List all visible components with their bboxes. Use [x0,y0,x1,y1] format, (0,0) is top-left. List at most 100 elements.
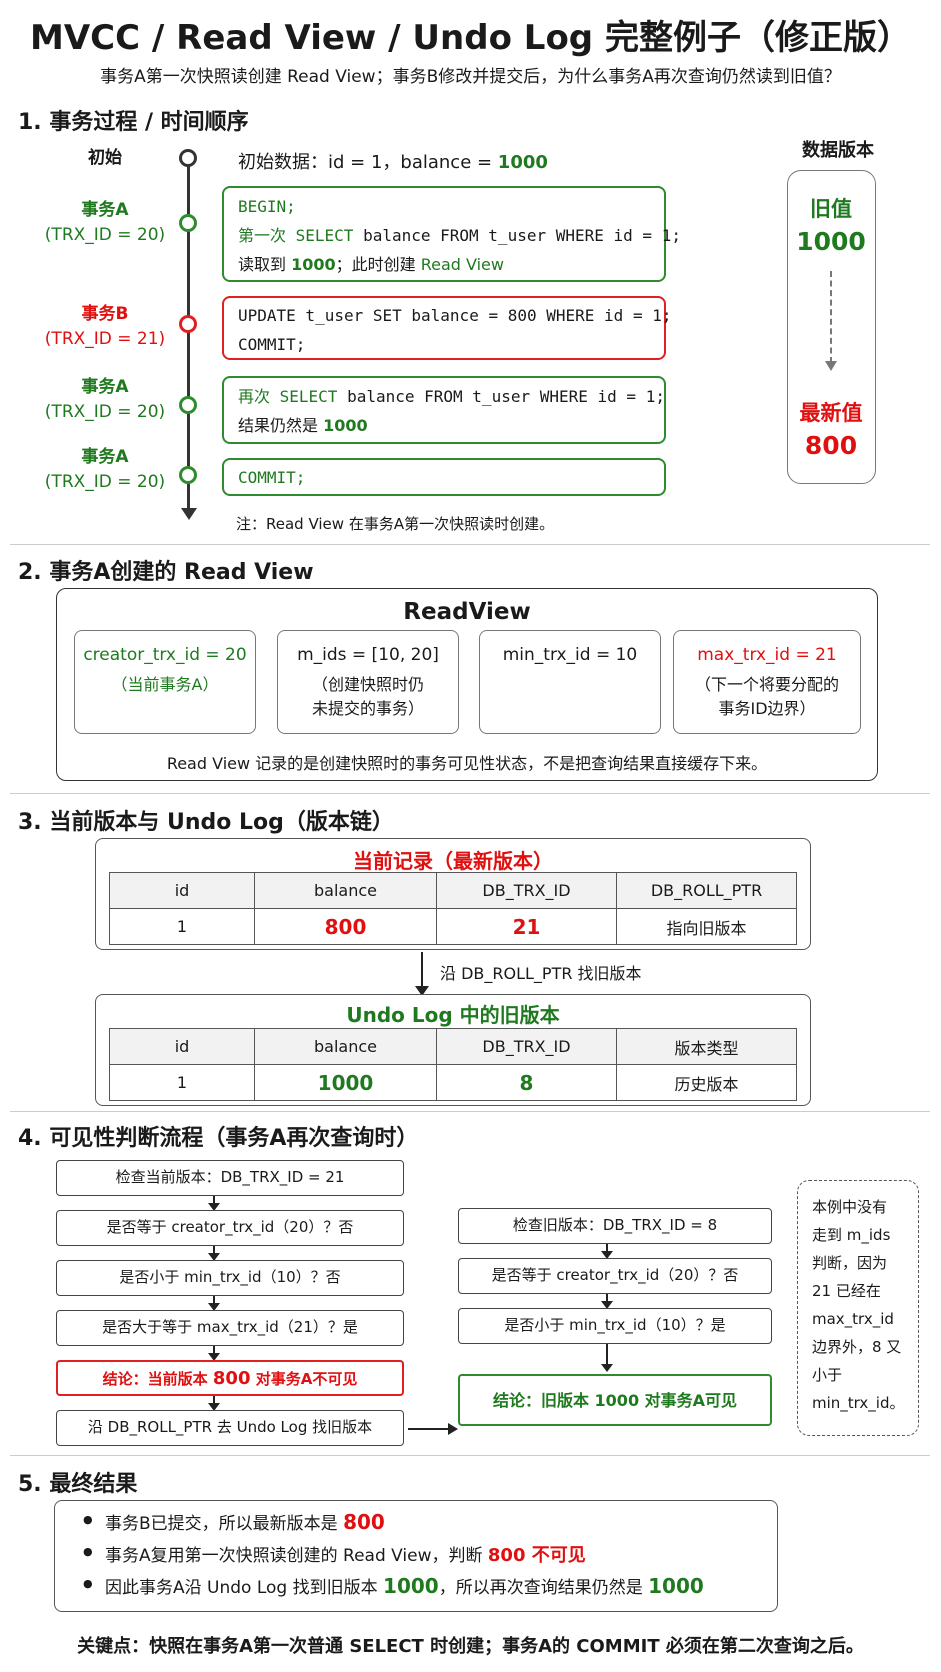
readview-note: Read View 记录的是创建快照时的事务可见性状态，不是把查询结果直接缓存下… [166,754,768,773]
flow-right-step-3: 是否小于 min_trx_id（10）？是 [458,1308,772,1344]
initial-data: 初始数据：id = 1，balance = 1000 [238,148,548,174]
code-line: COMMIT; [238,468,306,487]
table-cell: 1000 [254,1064,437,1101]
table-row: 1 1000 8 历史版本 [109,1064,797,1101]
conclusion-text: 结论：当前版本 [102,1370,213,1388]
step-trx: (TRX_ID = 20) [44,472,166,492]
cell-sub: （当前事务A） [111,675,219,694]
code-text: 结果仍然是 [238,416,324,435]
version-arrow [830,271,832,363]
section4-title: 4. 可见性判断流程（事务A再次查询时） [18,1126,419,1151]
code-line: 第一次 SELECT balance FROM t_user WHERE id … [238,221,681,250]
divider [10,1455,930,1456]
divider [10,544,930,545]
flow-arrow [208,1346,220,1361]
code-line: BEGIN; [238,197,296,216]
flow-left-step-1: 检查当前版本：DB_TRX_ID = 21 [56,1160,404,1196]
flow-horizontal-arrowhead [448,1423,458,1435]
code-line: COMMIT; [238,335,306,354]
table-header-cell: id [109,872,255,909]
bullet-text: ，所以再次查询结果仍然是 [438,1578,649,1598]
flow-horizontal-arrow [408,1428,450,1430]
rollptr-label: 沿 DB_ROLL_PTR 找旧版本 [440,964,642,983]
initial-data-prefix: 初始数据：id = 1，balance = [238,152,498,173]
versions-box: 旧值 1000 最新值 800 [787,170,876,484]
timeline-dot-initial [179,149,197,167]
bullet-value: 1000 [648,1574,704,1598]
step-who: 事务A [81,377,129,397]
bullet-text: 事务B已提交，所以最新版本是 [105,1514,344,1534]
conclusion-text: 对事务A不可见 [250,1370,358,1388]
timeline-label-a1: 事务A (TRX_ID = 20) [35,198,175,248]
code-value: 1000 [291,255,336,274]
side-note-line: 本例中没有 [812,1198,888,1216]
code-keyword: Read View [420,255,504,274]
step-box-a1: BEGIN; 第一次 SELECT balance FROM t_user WH… [222,186,681,282]
table-header-cell: 版本类型 [616,1028,797,1065]
flow-arrow [208,1246,220,1261]
cell-sub: （下一个将要分配的 [694,675,839,694]
current-record-title: 当前记录（最新版本） [353,849,553,873]
flow-left-step-4: 是否大于等于 max_trx_id（21）？是 [56,1310,404,1346]
readview-title: ReadView [403,599,531,625]
side-note-line: 判断，因为 [812,1254,888,1272]
step-trx: (TRX_ID = 21) [44,329,166,349]
final-bullet-1: 事务B已提交，所以最新版本是 800 [83,1509,385,1534]
table-header-row: id balance DB_TRX_ID 版本类型 [109,1028,797,1065]
flow-left-last: 沿 DB_ROLL_PTR 去 Undo Log 找旧版本 [56,1410,404,1446]
page-subtitle: 事务A第一次快照读创建 Read View；事务B修改并提交后，为什么事务A再次… [100,67,841,87]
code-line: UPDATE t_user SET balance = 800 WHERE id… [238,306,672,325]
step-box-a3: COMMIT; [222,458,666,496]
table-header-cell: DB_ROLL_PTR [616,872,797,909]
flow-arrow [601,1294,613,1309]
timeline-label-a2: 事务A (TRX_ID = 20) [35,375,175,425]
table-cell: 8 [436,1064,617,1101]
rollptr-arrowhead [415,986,429,996]
table-header-row: id balance DB_TRX_ID DB_ROLL_PTR [109,872,797,909]
timeline-dot-a3 [179,466,197,484]
flow-right-step-2: 是否等于 creator_trx_id（20）？否 [458,1258,772,1294]
old-value-label: 旧值 [810,197,852,221]
timeline-label-initial: 初始 [88,148,122,168]
timeline-label-b: 事务B (TRX_ID = 21) [35,302,175,352]
code-line: 再次 SELECT balance FROM t_user WHERE id =… [238,382,665,411]
readview-cell-creator: creator_trx_id = 20 （当前事务A） [74,630,256,734]
table-header-cell: DB_TRX_ID [436,872,617,909]
undo-record-title: Undo Log 中的旧版本 [346,1003,560,1027]
timeline-dot-a2 [179,396,197,414]
table-cell: 1 [109,1064,255,1101]
flow-arrow [208,1296,220,1311]
cell-main: max_trx_id = 21 [697,645,837,665]
timeline-line [187,158,190,510]
side-note-box: 本例中没有 走到 m_ids 判断，因为 21 已经在 max_trx_id 边… [797,1180,919,1436]
bullet-text: 事务A复用第一次快照读创建的 Read View，判断 [105,1546,488,1566]
code-value: 1000 [323,416,368,435]
step-trx: (TRX_ID = 20) [44,225,166,245]
timeline-dot-a1 [179,214,197,232]
code-text: balance FROM t_user WHERE id = 1; [353,226,681,245]
table-cell: 21 [436,908,617,945]
table-cell: 800 [254,908,437,945]
code-text: 读取到 [238,255,292,274]
timeline-dot-b [179,315,197,333]
code-text: ；此时创建 [335,255,421,274]
table-cell: 指向旧版本 [616,908,797,945]
final-bullet-2: 事务A复用第一次快照读创建的 Read View，判断 800 不可见 [83,1541,586,1567]
current-record-table: id balance DB_TRX_ID DB_ROLL_PTR 1 800 2… [109,872,797,945]
final-bullet-3: 因此事务A沿 Undo Log 找到旧版本 1000，所以再次查询结果仍然是 1… [83,1573,704,1598]
readview-cell-max: max_trx_id = 21 （下一个将要分配的 事务ID边界） [673,630,861,734]
flow-left-step-3: 是否小于 min_trx_id（10）？否 [56,1260,404,1296]
bullet-value: 800 [343,1510,385,1534]
cell-sub: （创建快照时仍 [311,675,424,694]
code-keyword: 第一次 SELECT [238,226,354,245]
table-header-cell: balance [254,872,437,909]
initial-data-value: 1000 [497,152,548,173]
table-header-cell: id [109,1028,255,1065]
section3-title: 3. 当前版本与 Undo Log（版本链） [18,810,394,835]
code-line: 结果仍然是 1000 [238,411,650,440]
side-note-line: max_trx_id [812,1310,894,1328]
key-point: 关键点：快照在事务A第一次普通 SELECT 时创建；事务A的 COMMIT 必… [77,1636,864,1657]
old-value: 1000 [796,227,866,256]
bullet-value: 800 不可见 [487,1545,586,1566]
side-note-line: min_trx_id。 [812,1394,905,1412]
